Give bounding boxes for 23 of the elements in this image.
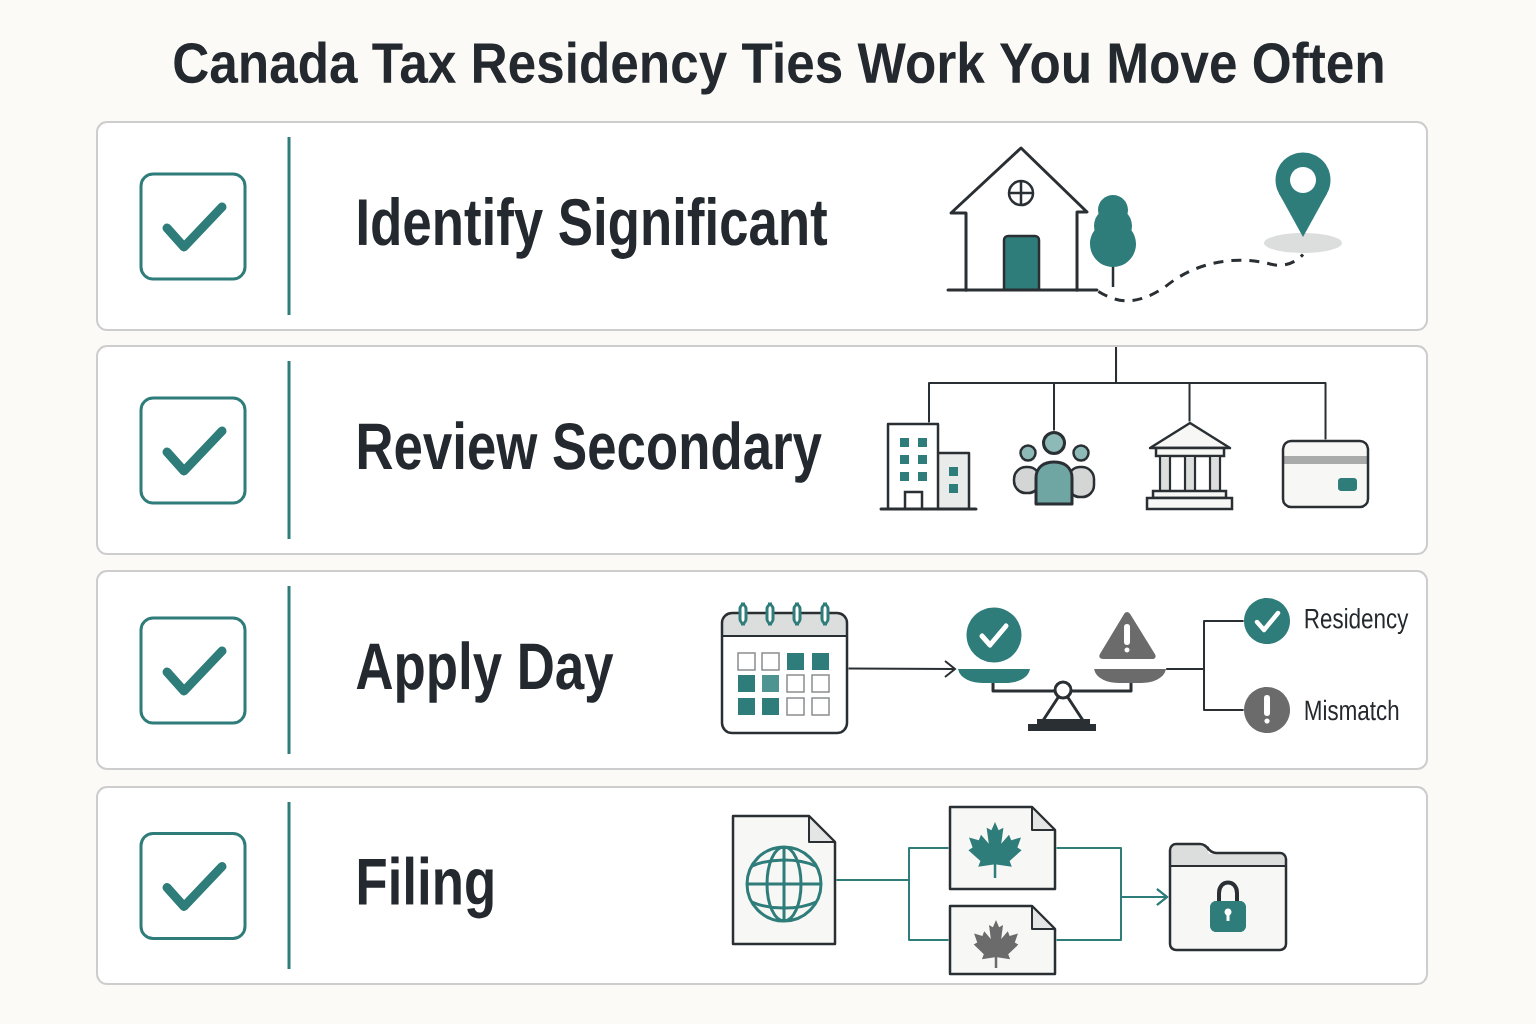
arrow (847, 659, 957, 678)
step-card: Identify Significant (96, 121, 1428, 331)
connector-line (1165, 668, 1245, 711)
maple-leaf-document-icon (948, 904, 1057, 976)
bank-building-icon (1145, 421, 1234, 511)
locked-folder-icon (1168, 842, 1288, 952)
maple-leaf-document-icon (948, 805, 1057, 891)
office-building-icon (879, 422, 978, 511)
connector-line (835, 879, 950, 941)
status-label: Residency (1305, 607, 1409, 635)
payment-card-icon (1281, 439, 1370, 509)
dashed-path (1097, 253, 1305, 303)
title: Canada Tax Residency Ties Work You Move Often (174, 41, 1383, 95)
arrow (1055, 888, 1169, 941)
step-card: Review Secondary (96, 345, 1428, 555)
globe-document-icon (731, 814, 837, 946)
map-pin-icon (1264, 152, 1342, 253)
house-illustration (946, 146, 1099, 292)
balance-scale-icon (958, 607, 1166, 731)
status-label: Mismatch (1305, 699, 1399, 721)
calendar-icon (720, 602, 849, 735)
connector-line (1115, 346, 1327, 441)
people-icon (1012, 431, 1096, 506)
